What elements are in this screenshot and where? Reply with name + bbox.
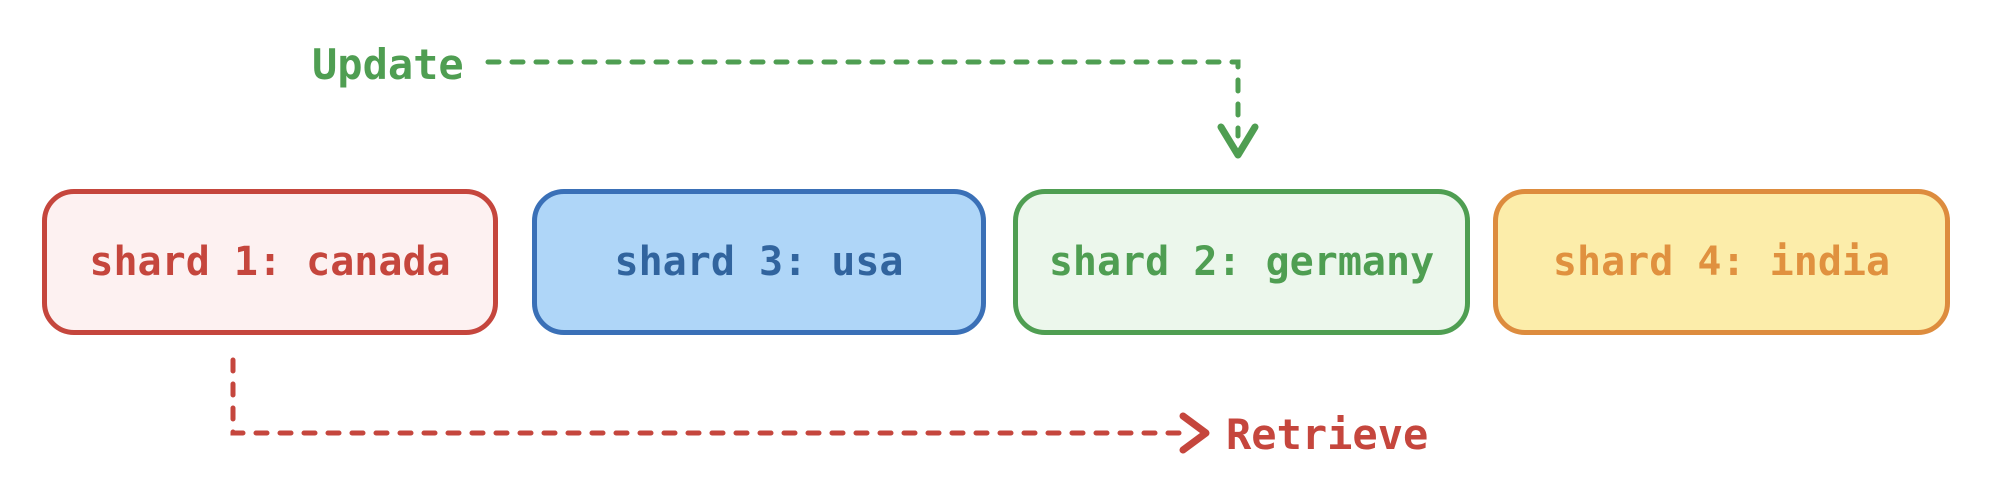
update-arrowhead-icon xyxy=(1217,123,1259,159)
retrieve-arrow-line xyxy=(230,357,1183,436)
retrieve-arrow-label: Retrieve xyxy=(1226,410,1429,459)
update-arrow-label: Update xyxy=(312,40,464,89)
shard-box-india: shard 4: india xyxy=(1493,189,1950,335)
retrieve-arrowhead-icon xyxy=(1179,412,1210,454)
shard-box-usa: shard 3: usa xyxy=(532,189,986,335)
update-arrow-line xyxy=(485,59,1241,139)
shard-box-canada: shard 1: canada xyxy=(42,189,498,335)
shard-box-label: shard 2: germany xyxy=(1048,239,1435,285)
shard-box-label: shard 1: canada xyxy=(89,239,451,285)
shard-box-label: shard 3: usa xyxy=(614,239,904,285)
shard-box-label: shard 4: india xyxy=(1552,239,1891,285)
shard-box-germany: shard 2: germany xyxy=(1013,189,1470,335)
